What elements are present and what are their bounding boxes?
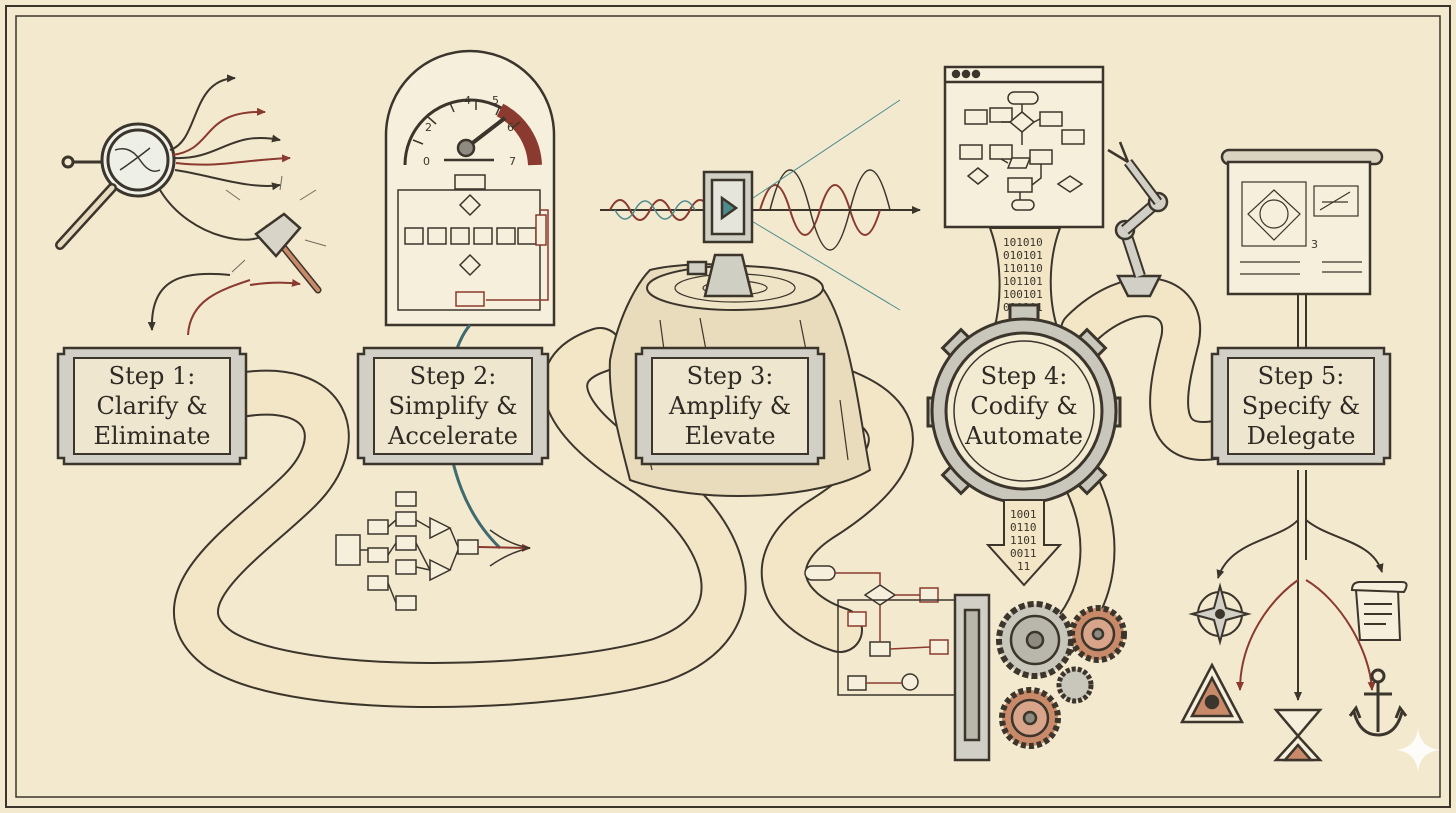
gauge-tick-label: 6 [507, 121, 514, 134]
blueprint-easel-icon [1220, 148, 1384, 355]
inner-frame [15, 15, 1441, 798]
sparkle-icon [1396, 728, 1440, 772]
magnifier-icon [55, 122, 176, 250]
gauge-tick-label: 5 [492, 94, 499, 107]
robotic-arm-icon [1107, 141, 1169, 298]
binary-row: 11 [1017, 560, 1030, 573]
binary-text-upper: 101010 010101 110110 101101 100101 01010… [1003, 236, 1043, 314]
browser-window-icon [943, 65, 1105, 229]
step-5-plaque [1210, 346, 1392, 466]
binary-row: 010101 [1003, 249, 1043, 262]
outer-frame [5, 5, 1451, 808]
binary-row: 0110 [1010, 521, 1037, 534]
binary-arrow-icon [985, 499, 1063, 587]
step-2-plaque [356, 346, 550, 466]
decision-arrows [147, 74, 301, 336]
wave-icon [600, 99, 921, 311]
binary-row: 0011 [1010, 547, 1037, 560]
compass-rose-icon [1188, 582, 1252, 646]
gears-cluster-icon [953, 593, 1127, 762]
scroll-icon [1350, 581, 1408, 641]
triangle-eye-icon [1179, 662, 1245, 724]
blueprint-number: 3 [1311, 238, 1318, 251]
anchor-icon [1348, 668, 1408, 737]
axe-icon [225, 175, 327, 294]
gauge-tick-label: 4 [464, 94, 471, 107]
gear-icon [926, 303, 1122, 520]
small-flowchart-icon [804, 565, 979, 696]
flowchart-icon [397, 174, 549, 311]
binary-row: 100101 [1003, 288, 1043, 301]
gauge-tick-label: 0 [423, 155, 430, 168]
step-1-plaque [56, 346, 248, 466]
binary-row: 101101 [1003, 275, 1043, 288]
hourglass-icon [1273, 708, 1323, 762]
binary-row: 1001 [1010, 508, 1037, 521]
branching-flowchart-icon [335, 491, 531, 611]
binary-text-lower: 1001 0110 1101 0011 11 [1010, 508, 1037, 573]
step-3-plaque [634, 346, 826, 466]
binary-row: 101010 [1003, 236, 1043, 249]
signal-amplifier-icon [686, 170, 754, 298]
gauge-tick-label: 7 [509, 155, 516, 168]
gauge-tick-label: 2 [425, 121, 432, 134]
binary-row: 110110 [1003, 262, 1043, 275]
binary-row: 1101 [1010, 534, 1037, 547]
delegation-arrows [1216, 470, 1384, 701]
gauge-numbers: 2 0 4 5 6 7 [423, 94, 516, 168]
